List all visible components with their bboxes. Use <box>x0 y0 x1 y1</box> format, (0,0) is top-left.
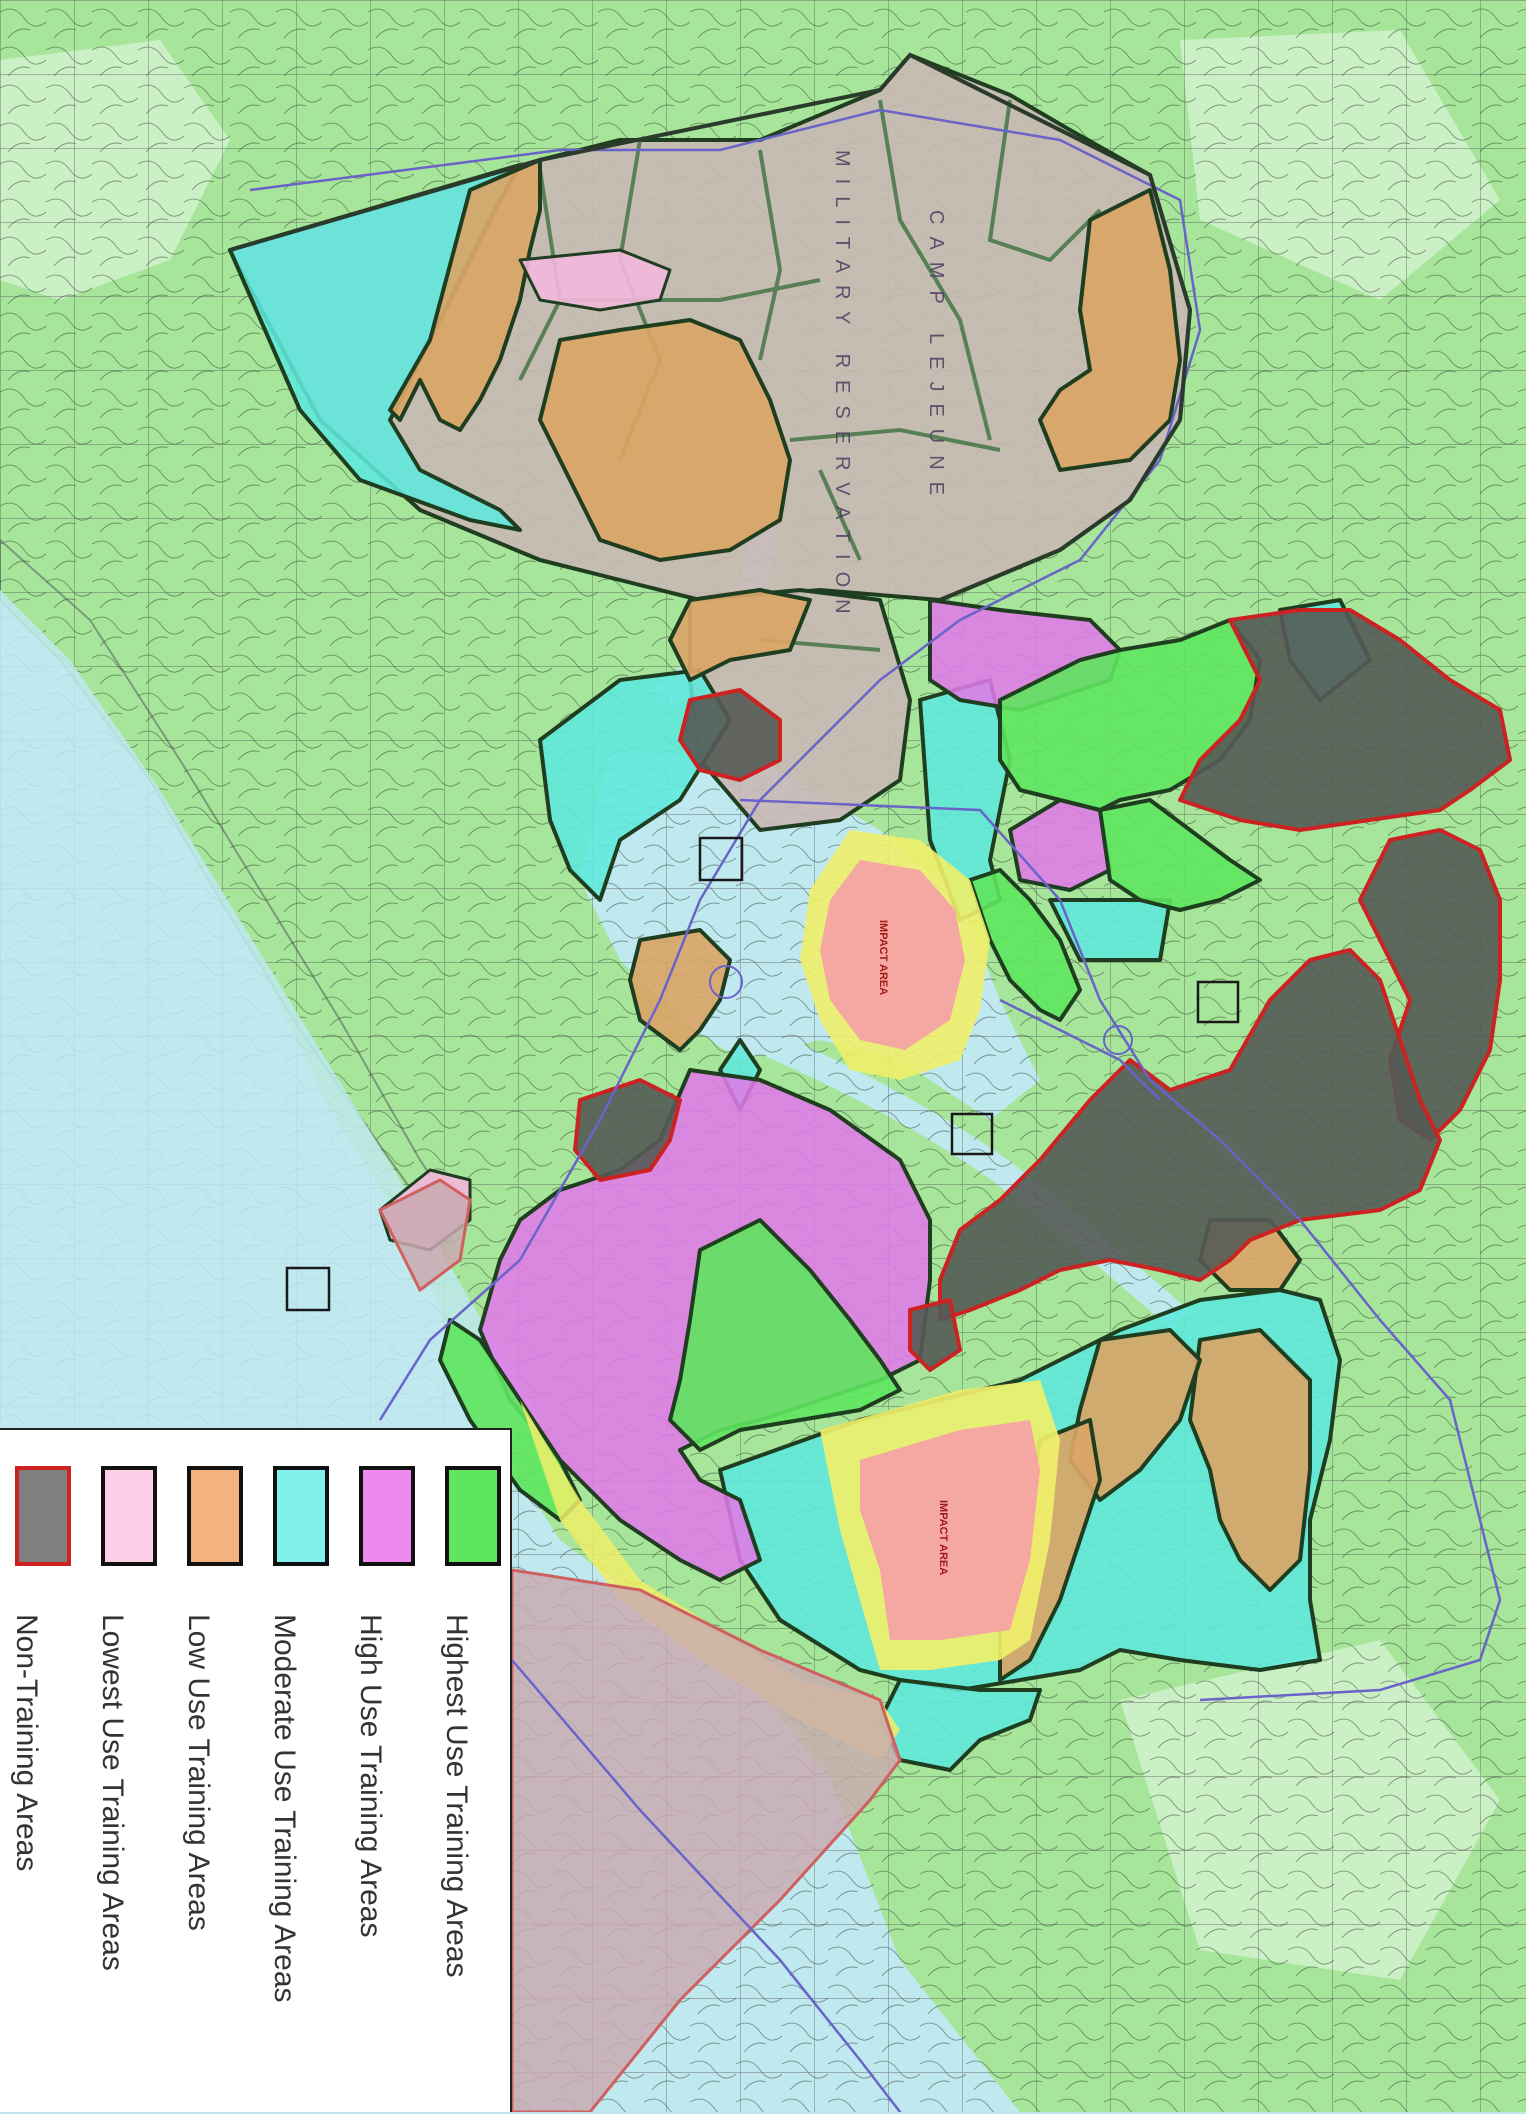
impact-area-south: IMPACT AREA <box>820 1380 1060 1670</box>
legend-item: Lowest Use Training Areas <box>86 1430 172 2114</box>
restricted-sea-zone-north <box>377 1178 472 1293</box>
impact-area-north: IMPACT AREA <box>800 830 990 1080</box>
boundary-markers <box>709 965 1133 1055</box>
high-use-swatch <box>359 1466 415 1566</box>
legend-label: High Use Training Areas <box>354 1614 387 1938</box>
grid-markers <box>285 836 1240 1312</box>
installation-label-reservation: MILITARY RESERVATION <box>831 150 853 626</box>
legend-item: Highest Use Training Areas <box>430 1430 516 2114</box>
legend-label: Lowest Use Training Areas <box>96 1614 129 1971</box>
installation-label-camp: CAMP LEJEUNE <box>925 210 947 507</box>
legend-label: Moderate Use Training Areas <box>268 1614 301 2003</box>
impact-area-label-south: IMPACT AREA <box>937 1500 949 1575</box>
legend-item: Non-Training Areas <box>0 1430 86 2114</box>
lowest-use-swatch <box>101 1466 157 1566</box>
impact-area-label-north: IMPACT AREA <box>877 920 889 995</box>
restricted-sea-zone <box>510 1568 902 2112</box>
moderate-use-swatch <box>273 1466 329 1566</box>
legend-label: Highest Use Training Areas <box>440 1614 473 1978</box>
legend-item: Moderate Use Training Areas <box>258 1430 344 2114</box>
non-training-swatch <box>15 1466 71 1566</box>
installation-outline <box>229 52 1193 602</box>
map-legend: Highest Use Training Areas High Use Train… <box>0 1428 512 2112</box>
legend-label: Non-Training Areas <box>10 1614 43 1872</box>
low-use-swatch <box>187 1466 243 1566</box>
highest-use-swatch <box>445 1466 501 1566</box>
boundary-lines <box>249 108 1502 2112</box>
legend-label: Low Use Training Areas <box>182 1614 215 1931</box>
legend-item: Low Use Training Areas <box>172 1430 258 2114</box>
legend-item: High Use Training Areas <box>344 1430 430 2114</box>
non-training-areas <box>573 608 1512 1372</box>
